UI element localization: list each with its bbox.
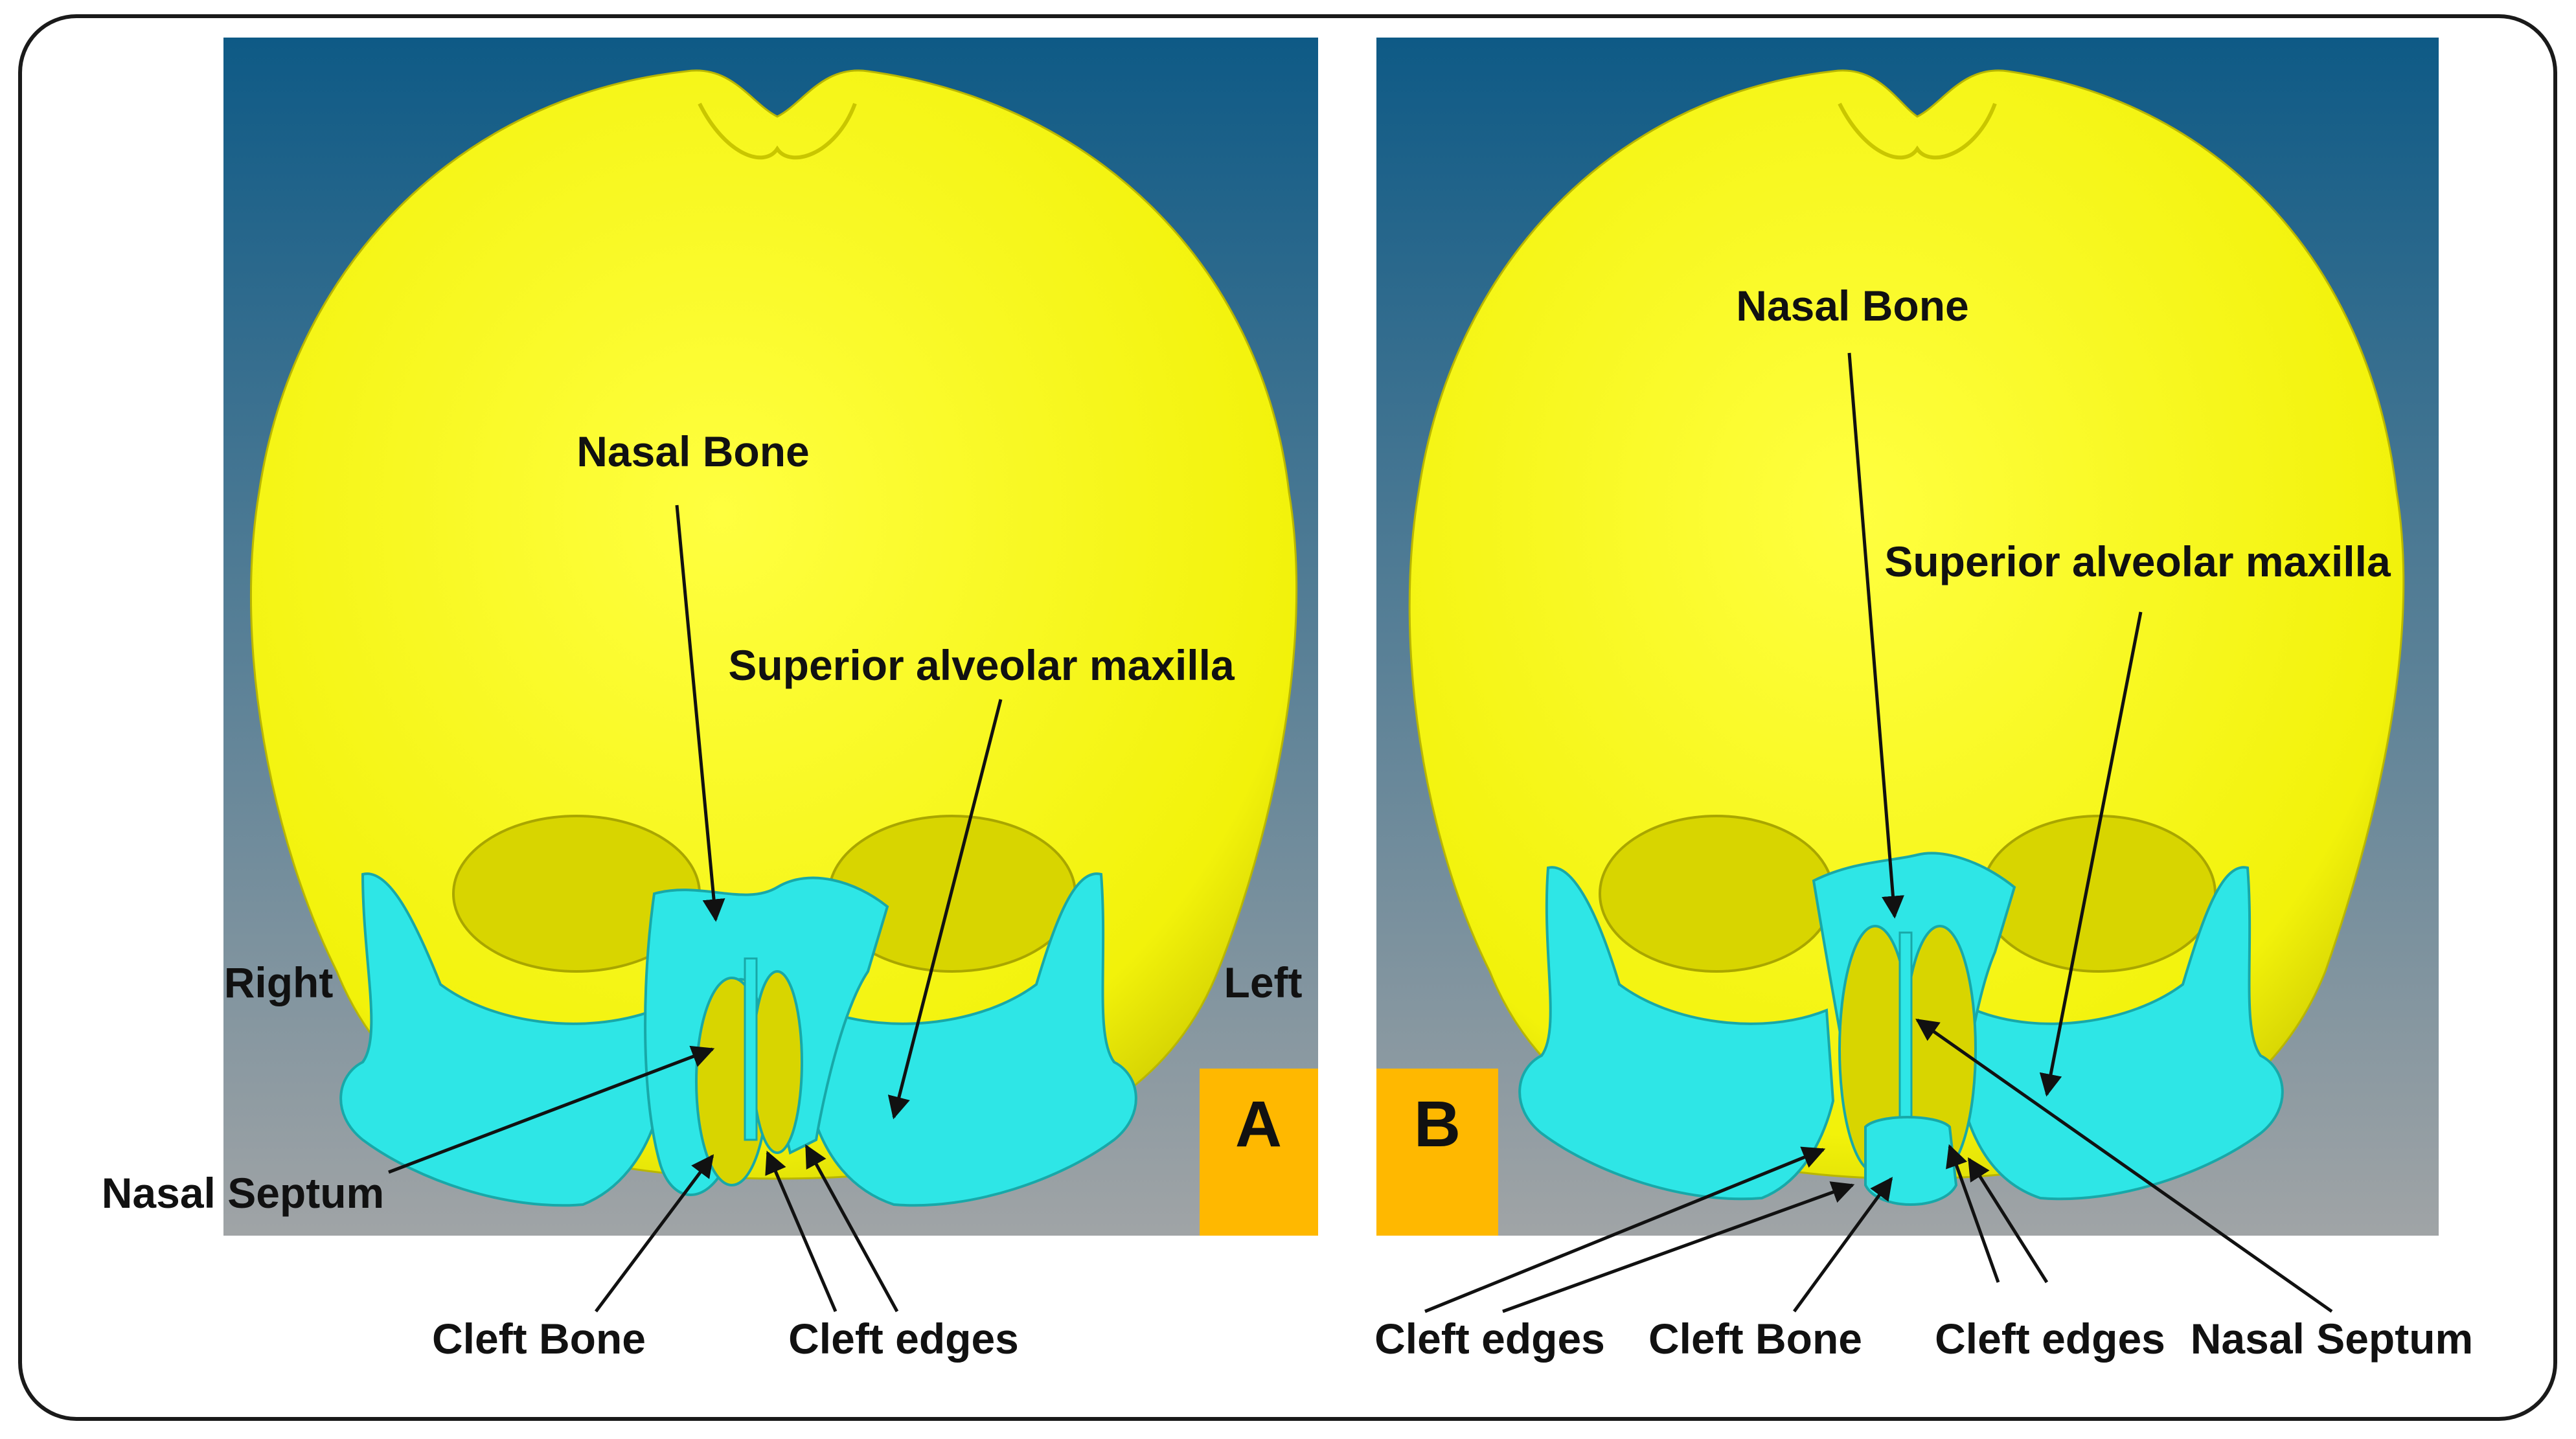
label-a-nasal-septum: Nasal Septum	[102, 1169, 384, 1217]
cleft-bone-b	[1864, 1116, 1958, 1206]
label-a-superior-alveolar-maxilla: Superior alveolar maxilla	[728, 641, 1235, 689]
label-b-cleft-bone: Cleft Bone	[1648, 1315, 1862, 1363]
facial-bones-b	[1518, 852, 2284, 1206]
arrow-b-cleft-bone	[1792, 1177, 1893, 1313]
arrow-a-cleft-edge-1	[765, 1150, 838, 1312]
label-a-cleft-bone: Cleft Bone	[432, 1315, 646, 1363]
panel-a-tag: A	[1235, 1088, 1282, 1161]
panel-a: A Nasal Bone Superior alveolar maxilla R…	[102, 38, 1318, 1363]
arrow-b-cleft-edge-2	[1502, 1181, 1855, 1313]
arrow-b-cleft-edge-1	[1424, 1146, 1826, 1313]
label-a-right: Right	[224, 958, 334, 1006]
label-a-left: Left	[1224, 958, 1303, 1006]
arrow-b-cleft-edge-4	[1967, 1157, 2049, 1284]
right-orbit	[1599, 815, 1834, 973]
nasal-septum-b	[1898, 931, 1913, 1141]
arrow-a-cleft-edge-2	[804, 1144, 899, 1313]
arrow-a-cleft-bone	[595, 1154, 714, 1313]
nasal-septum-a	[744, 957, 758, 1141]
panel-b: B Nasal Bone Superior alveolar maxilla C…	[1374, 38, 2473, 1363]
figure-border	[18, 14, 2557, 1421]
label-b-cleft-edges-right: Cleft edges	[1935, 1315, 2165, 1363]
arrow-b-maxilla	[2039, 611, 2143, 1097]
fontanelle-notch	[698, 102, 857, 160]
arrow-a-nasal-septum	[388, 1045, 715, 1174]
label-a-nasal-bone: Nasal Bone	[576, 427, 809, 475]
label-a-cleft-edges: Cleft edges	[788, 1315, 1019, 1363]
left-orbit	[1981, 815, 2217, 973]
label-b-nasal-bone: Nasal Bone	[1736, 282, 1968, 330]
label-b-nasal-septum: Nasal Septum	[2191, 1315, 2473, 1363]
arrow-a-nasal-bone	[675, 504, 725, 922]
arrow-a-maxilla	[887, 699, 1003, 1120]
panel-a-tag-box	[1200, 1069, 1318, 1236]
arrow-b-nasal-bone	[1847, 352, 1904, 919]
arrow-b-cleft-edge-3	[1946, 1144, 2000, 1283]
left-maxilla-b	[1961, 866, 2284, 1201]
label-b-superior-alveolar-maxilla: Superior alveolar maxilla	[1884, 538, 2391, 585]
fontanelle-notch	[1838, 102, 1997, 160]
panel-b-tag-box	[1376, 1069, 1498, 1236]
right-maxilla-b	[1518, 866, 1835, 1201]
panel-b-tag: B	[1414, 1088, 1461, 1161]
left-nasal-cavity-a	[751, 970, 803, 1154]
left-maxilla-a	[808, 872, 1137, 1207]
arrow-b-nasal-septum	[1915, 1018, 2333, 1313]
label-b-cleft-edges-left: Cleft edges	[1374, 1315, 1605, 1363]
right-maxilla-a	[339, 872, 663, 1207]
skull-b	[1408, 69, 2405, 1180]
facial-bones-a	[339, 872, 1137, 1207]
